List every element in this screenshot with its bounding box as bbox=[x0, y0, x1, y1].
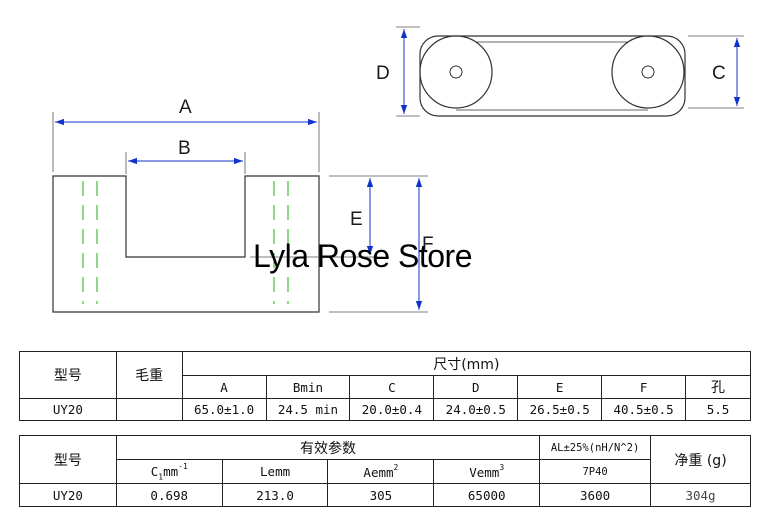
value-bmin: 24.5 min bbox=[265, 398, 351, 421]
col-header-a: A bbox=[181, 375, 267, 399]
col-header-e: E bbox=[517, 375, 603, 399]
technical-drawing: A B E F D bbox=[52, 26, 744, 313]
hidden-hole-lines bbox=[82, 181, 289, 304]
col-header-c: C bbox=[349, 375, 435, 399]
col-header-ae: Aemm2 bbox=[327, 459, 435, 484]
col-header-f: F bbox=[601, 375, 687, 399]
col-header-d: D bbox=[433, 375, 519, 399]
value-f: 40.5±0.5 bbox=[601, 398, 687, 421]
dimensions-header: 尺寸(mm) bbox=[181, 351, 752, 376]
dimension-e: E bbox=[250, 175, 378, 258]
model-header-2: 型号 bbox=[19, 435, 117, 484]
col-header-ve: Vemm3 bbox=[433, 459, 541, 484]
table-row: UY20 0.698 213.0 305 65000 3600 304g bbox=[19, 483, 751, 507]
store-watermark: Lyla Rose Store bbox=[253, 238, 472, 274]
value-c1: 0.698 bbox=[115, 483, 223, 507]
dimension-e-label: E bbox=[350, 209, 363, 230]
value-a: 65.0±1.0 bbox=[181, 398, 267, 421]
al-header: AL±25%(nH/N^2) bbox=[539, 435, 652, 460]
col-header-bmin: Bmin bbox=[265, 375, 351, 399]
value-d: 24.0±0.5 bbox=[433, 398, 519, 421]
model-cell-2: UY20 bbox=[19, 483, 117, 507]
u-core-outline bbox=[52, 175, 320, 313]
model-header: 型号 bbox=[19, 351, 117, 399]
value-ve: 65000 bbox=[433, 483, 541, 507]
gross-weight-header: 毛重 bbox=[115, 351, 183, 399]
value-hole: 5.5 bbox=[685, 398, 751, 421]
dimension-f: F bbox=[329, 175, 434, 313]
dimension-b-label: B bbox=[178, 138, 191, 159]
col-header-le: Lemm bbox=[221, 459, 329, 484]
value-net-weight: 304g bbox=[650, 483, 751, 507]
hole-left bbox=[449, 65, 463, 79]
dimension-d-label: D bbox=[376, 63, 390, 84]
value-al: 3600 bbox=[539, 483, 652, 507]
dimension-f-label: F bbox=[422, 234, 434, 255]
col-header-c1: C1mm-1 bbox=[115, 459, 223, 484]
dimension-b: B bbox=[125, 138, 246, 174]
value-ae: 305 bbox=[327, 483, 435, 507]
col-header-hole: 孔 bbox=[685, 375, 751, 399]
dimension-c-label: C bbox=[712, 63, 726, 84]
col-header-material: 7P40 bbox=[539, 459, 652, 484]
value-e: 26.5±0.5 bbox=[517, 398, 603, 421]
net-weight-header: 净重 (g) bbox=[650, 435, 751, 484]
dimension-a-label: A bbox=[179, 97, 192, 118]
dimensions-table: 型号 毛重 尺寸(mm) A Bmin C D E F 孔 UY20 65.0±… bbox=[19, 351, 752, 421]
value-c: 20.0±0.4 bbox=[349, 398, 435, 421]
dimension-a: A bbox=[52, 97, 320, 172]
model-cell: UY20 bbox=[19, 398, 117, 421]
dimension-d: D bbox=[376, 26, 420, 117]
dimension-c: C bbox=[688, 35, 744, 109]
table-row: UY20 65.0±1.0 24.5 min 20.0±0.4 24.0±0.5… bbox=[19, 398, 751, 421]
value-le: 213.0 bbox=[221, 483, 329, 507]
hole-right bbox=[641, 65, 655, 79]
parameters-table: 型号 有效参数 AL±25%(nH/N^2) 净重 (g) C1mm-1 Lem… bbox=[19, 435, 751, 507]
gross-weight-cell bbox=[115, 398, 183, 421]
effective-params-header: 有效参数 bbox=[115, 435, 541, 460]
u-core-top-view bbox=[419, 35, 686, 117]
